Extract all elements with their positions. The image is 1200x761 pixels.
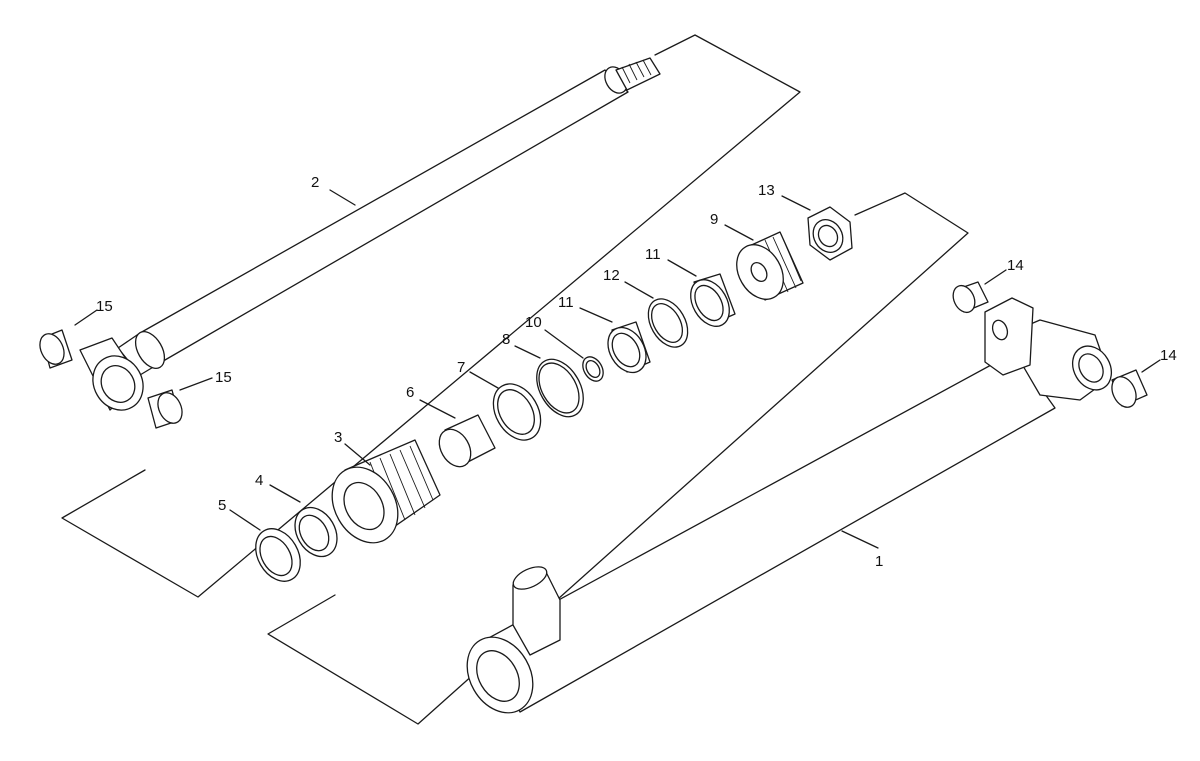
callout-3: 3 xyxy=(334,429,342,446)
callout-4: 4 xyxy=(255,472,263,489)
callout-11-right: 11 xyxy=(645,246,661,263)
callout-15-right: 15 xyxy=(215,369,232,386)
wear-ring-11-left xyxy=(607,321,651,374)
callout-1: 1 xyxy=(875,553,883,570)
callout-14-lower: 14 xyxy=(1160,347,1177,364)
callout-10: 10 xyxy=(525,314,542,331)
callout-6: 6 xyxy=(406,384,414,401)
bushing-14-lower xyxy=(1111,369,1148,408)
rod-group-frame xyxy=(61,34,801,598)
bushing-14-upper xyxy=(952,281,989,314)
leader-lines xyxy=(74,189,1161,549)
callout-15-left: 15 xyxy=(96,298,113,315)
nut-13 xyxy=(807,206,853,261)
callout-2: 2 xyxy=(311,174,319,191)
ring-7 xyxy=(492,383,542,441)
piston-rod xyxy=(79,57,661,411)
callout-5: 5 xyxy=(218,497,226,514)
gland-3 xyxy=(331,439,441,544)
wiper-ring-5 xyxy=(255,528,301,582)
wear-ring-11-right xyxy=(690,273,736,327)
piston-9 xyxy=(736,231,804,301)
o-ring-10 xyxy=(582,356,604,382)
guide-bushing-6 xyxy=(438,414,496,468)
callout-9: 9 xyxy=(710,211,718,228)
bushing-15-left xyxy=(39,329,73,369)
callout-8: 8 xyxy=(502,331,510,348)
rod-seal-4 xyxy=(294,506,338,558)
seal-group-frame xyxy=(267,192,969,725)
callout-12: 12 xyxy=(603,267,620,284)
callout-14-upper: 14 xyxy=(1007,257,1024,274)
callout-11-left: 11 xyxy=(558,294,574,311)
o-ring-8 xyxy=(536,358,584,418)
bushing-15-right xyxy=(147,389,183,429)
callout-7: 7 xyxy=(457,359,465,376)
ring-12 xyxy=(647,298,689,348)
cylinder-barrel-1 xyxy=(466,297,1113,714)
callout-13: 13 xyxy=(758,182,775,199)
